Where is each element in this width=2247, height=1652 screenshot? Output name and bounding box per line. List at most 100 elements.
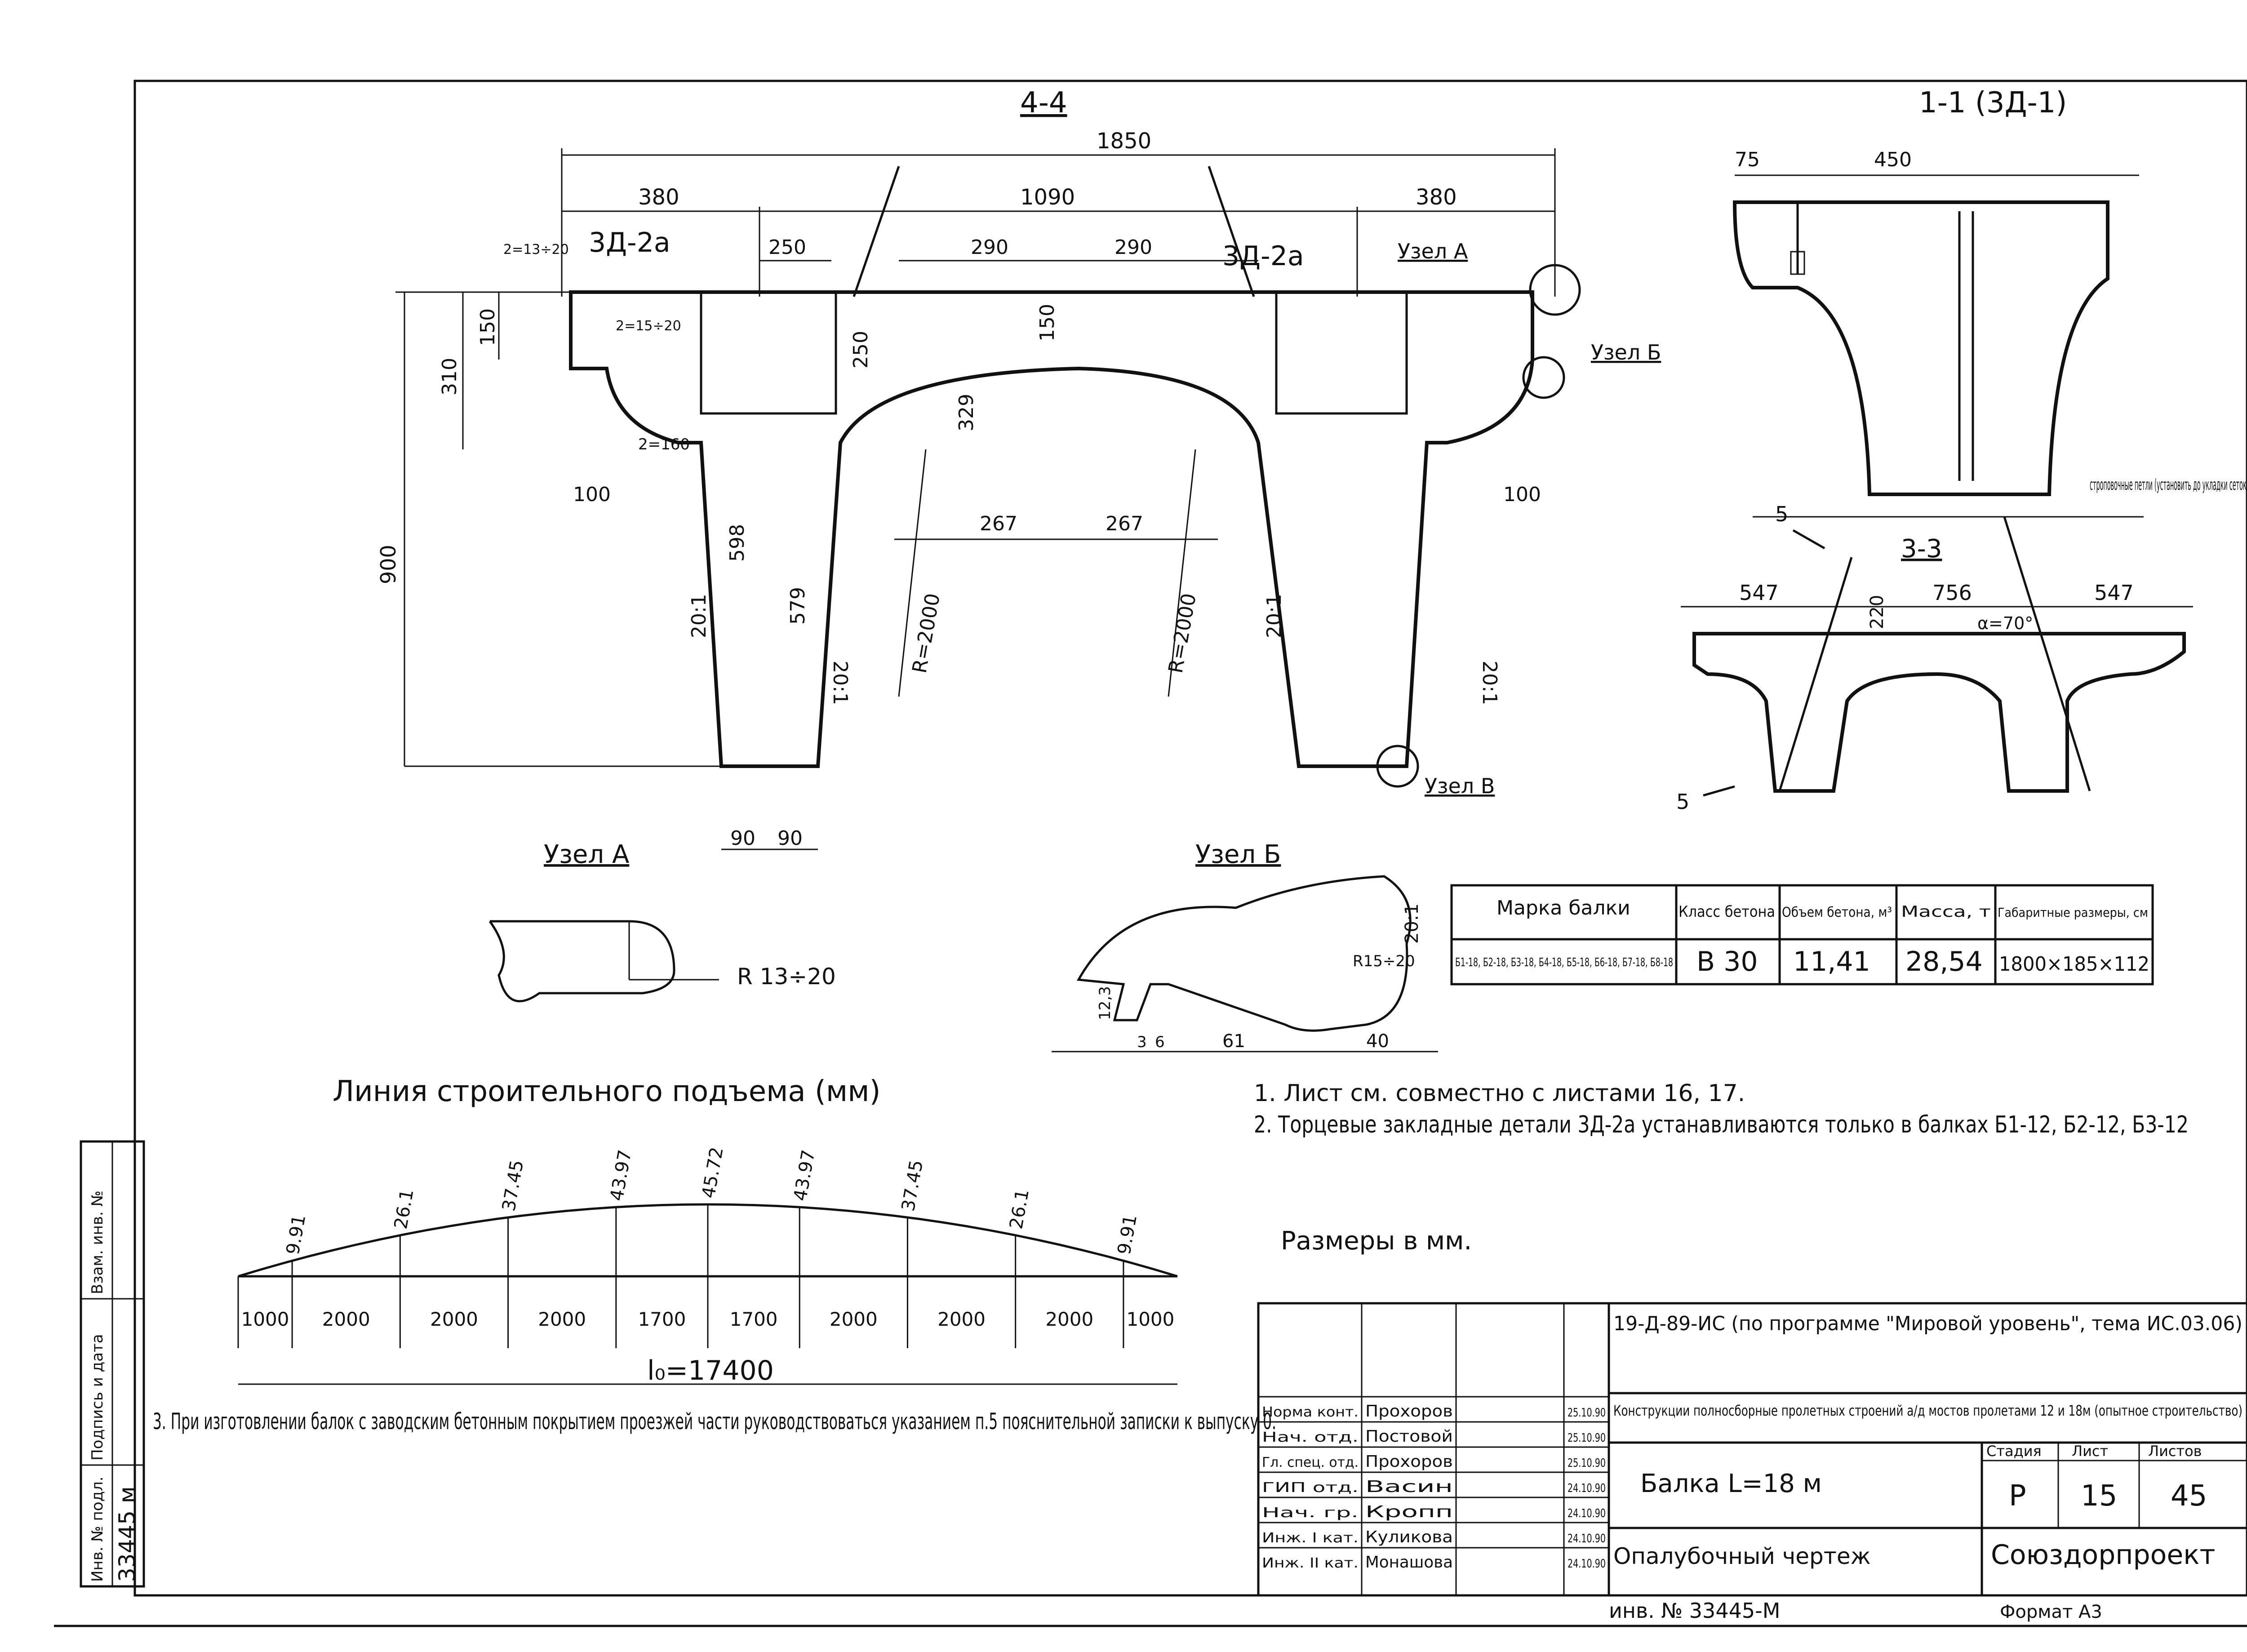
dim-900: 900 [376, 545, 400, 584]
tb-drawing-name: Балка L=18 м [1640, 1469, 1822, 1498]
tb-sheet: 15 [2081, 1479, 2117, 1513]
slope-4: 20:1 [1478, 661, 1501, 705]
camber-segment-label: 2000 [937, 1308, 986, 1330]
note-2: 2. Торцевые закладные детали 3Д-2а устан… [1254, 1111, 2189, 1138]
tb-staff-role: Гл. спец. отд. [1262, 1455, 1359, 1470]
dim-380-right: 380 [1416, 185, 1457, 210]
slope-3: 20:1 [1263, 594, 1286, 638]
detail-a: Узел А R 13÷20 [488, 840, 836, 1003]
detail-b-dim-40: 40 [1366, 1031, 1389, 1052]
section-3-3-title: 3-3 [1901, 534, 1942, 564]
tb-staff-role: Инж. II кат. [1262, 1555, 1359, 1571]
section-1-1-title: 1-1 (3Д-1) [1919, 86, 2067, 120]
node-v-label: Узел В [1425, 774, 1495, 798]
camber-segment-label: 2000 [430, 1308, 478, 1330]
dim-150: 150 [476, 308, 499, 346]
dim-90-b: 90 [777, 827, 803, 850]
chamfer-2: 2=15÷20 [616, 318, 681, 334]
table-header-class: Класс бетона [1679, 903, 1775, 921]
table-cell-mass: 28,54 [1905, 946, 1983, 977]
section-4-4-outline [569, 290, 1534, 768]
camber-segment-label: 2000 [1045, 1308, 1093, 1330]
dim-267-b: 267 [1106, 512, 1143, 535]
label-3d2a-right: 3Д-2а [1222, 240, 1304, 272]
radius-left: R=2000 [908, 591, 945, 675]
detail-a-shape [488, 920, 675, 1003]
tb-inventory: инв. № 33445-М [1609, 1599, 1780, 1623]
stamp-inv-value: 33445 м [114, 1486, 140, 1582]
stamp-sign-label: Подпись и дата [89, 1334, 107, 1461]
tb-staff-role: Норма конт. [1262, 1404, 1359, 1420]
dim-290-a: 290 [971, 236, 1008, 259]
label-3d2a-left: 3Д-2а [589, 227, 671, 258]
dim-756: 756 [1932, 581, 1972, 605]
tb-staff-name: Прохоров [1365, 1452, 1453, 1471]
table-cell-class: В 30 [1696, 946, 1758, 977]
embed-3d2a-right [1275, 291, 1408, 415]
tb-staff-name: Монашова [1365, 1553, 1453, 1572]
section-3-3-outline [1692, 632, 2186, 793]
detail-b-title: Узел Б [1195, 840, 1281, 869]
camber-value-label: 9.91 [1114, 1213, 1141, 1256]
embed-3d2a-left [700, 291, 837, 415]
table-header-mass: Масса, т [1901, 903, 1991, 921]
chamfer-1: 2=13÷20 [503, 242, 569, 258]
detail-b-dim-6: 6 [1155, 1033, 1165, 1051]
table-header-marka: Марка балки [1497, 897, 1630, 919]
camber-value-label: 37.45 [898, 1159, 927, 1213]
detail-b-dim-3: 3 [1137, 1033, 1147, 1051]
dim-150-v: 150 [1036, 304, 1059, 342]
node-a-marker [1529, 264, 1581, 316]
note-1: 1. Лист см. совместно с листами 16, 17. [1254, 1080, 1745, 1107]
tb-stage-label: Стадия [1986, 1443, 2042, 1460]
dim-310: 310 [438, 358, 461, 395]
camber-segment-label: 1000 [1126, 1308, 1174, 1330]
dim-1850: 1850 [1097, 129, 1151, 154]
tb-org: Союздорпроект [1991, 1539, 2215, 1571]
camber-value-label: 26.1 [1006, 1188, 1033, 1231]
note-3: 3. При изготовлении балок с заводским бе… [153, 1408, 1276, 1434]
dim-75: 75 [1735, 148, 1760, 171]
dim-250: 250 [768, 236, 806, 259]
node-b-marker [1522, 356, 1565, 399]
node-v-marker [1376, 745, 1419, 788]
note-dims-mm: Размеры в мм. [1281, 1226, 1472, 1256]
tb-staff-date: 25.10.90 [1568, 1457, 1606, 1470]
camber-value-label: 37.45 [498, 1159, 528, 1213]
table-header-volume: Объем бетона, м³ [1782, 905, 1892, 920]
tb-staff-name: Постовой [1365, 1427, 1453, 1446]
camber-value-label: 43.97 [790, 1148, 819, 1203]
dim-579: 579 [786, 587, 809, 625]
camber-title: Линия строительного подъема (мм) [333, 1075, 880, 1108]
angle-alpha: α=70° [1977, 613, 2033, 633]
dim-450: 450 [1874, 148, 1912, 171]
table-cell-marks: Б1-18, Б2-18, Б3-18, Б4-18, Б5-18, Б6-18… [1455, 956, 1673, 969]
dim-220: 220 [1867, 595, 1887, 629]
camber-value-label: 45.72 [698, 1146, 728, 1200]
sheet-frame [133, 80, 2247, 1597]
camber-segment-label: 1700 [638, 1308, 686, 1330]
tb-staff-date: 25.10.90 [1568, 1406, 1606, 1420]
section-1-1-outline [1732, 200, 2109, 496]
chamfer-3: 2=160 [638, 435, 690, 453]
dim-1090: 1090 [1020, 185, 1075, 210]
stamp-replace-label: Взам. инв. № [89, 1190, 107, 1294]
camber-segment-label: 1000 [241, 1308, 289, 1330]
tb-project: 19-Д-89-ИС (по программе "Мировой уровен… [1613, 1312, 2243, 1335]
cut-mark-5-bottom: 5 [1676, 790, 1689, 814]
tb-sheets-label: Листов [2148, 1443, 2202, 1460]
camber-segment-label: 1700 [730, 1308, 778, 1330]
dim-267-a: 267 [980, 512, 1017, 535]
node-b-label: Узел Б [1591, 340, 1661, 364]
camber-span: l₀=17400 [647, 1355, 774, 1386]
table-cell-size: 1800×185×112 [1999, 953, 2149, 976]
dim-329: 329 [955, 394, 978, 431]
dim-547-right: 547 [2094, 581, 2134, 605]
tb-staff-role: Нач. отд. [1262, 1430, 1359, 1445]
spec-table: Марка балки Класс бетона Объем бетона, м… [1450, 884, 2154, 986]
dim-100-left: 100 [573, 483, 611, 506]
slope-1: 20:1 [688, 594, 711, 638]
node-a-label: Узел А [1398, 239, 1468, 263]
